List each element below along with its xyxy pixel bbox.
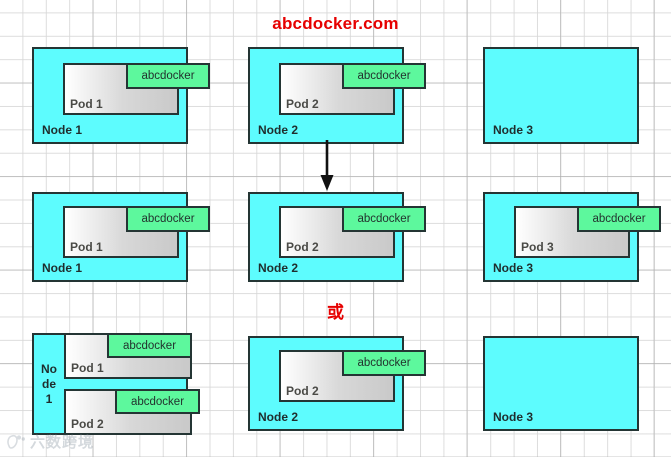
- node-label: Node 1: [42, 261, 83, 275]
- node-box-row3-node1[interactable]: No de 1 Pod 1 abcdocker Pod 2 abcdocker: [32, 333, 200, 435]
- watermark-text: 六数跨境: [30, 434, 95, 451]
- node-label: Node 2: [258, 261, 299, 275]
- container-box-row1-node1-pod1[interactable]: abcdocker: [126, 63, 210, 89]
- node-label: Node 2: [258, 123, 299, 137]
- node-label-line-1: No: [41, 361, 57, 376]
- node-box-row1-node3[interactable]: Node 3: [483, 47, 639, 144]
- watermark: 六数跨境: [6, 431, 94, 452]
- pod-label: Pod 2: [71, 417, 104, 431]
- paw-logo-icon: [7, 434, 25, 449]
- container-box-row1-node2-pod2[interactable]: abcdocker: [342, 63, 426, 89]
- pod-box-row1-node1-pod1[interactable]: Pod 1: [63, 63, 179, 115]
- node-label-line-3: 1: [45, 391, 53, 406]
- node-box-row1-node1[interactable]: Pod 1 abcdocker Node 1: [32, 47, 210, 144]
- node-box-row3-node2[interactable]: Pod 2 abcdocker Node 2: [248, 336, 426, 431]
- down-arrow-icon: [320, 140, 334, 191]
- container-label: abcdocker: [357, 213, 411, 225]
- container-box-row3-node2-pod2[interactable]: abcdocker: [342, 350, 426, 376]
- pod-label: Pod 2: [286, 384, 319, 398]
- container-label: abcdocker: [141, 213, 195, 225]
- container-label: abcdocker: [141, 70, 195, 82]
- container-box-row2-node2-pod2[interactable]: abcdocker: [342, 206, 426, 232]
- pod-label: Pod 1: [71, 361, 104, 375]
- container-label: abcdocker: [592, 213, 646, 225]
- container-label: abcdocker: [357, 357, 411, 369]
- container-box-row3-node1-pod1[interactable]: abcdocker: [107, 333, 192, 358]
- page-title: abcdocker.com: [272, 14, 399, 33]
- container-label: abcdocker: [357, 70, 411, 82]
- container-box-row2-node1-pod1[interactable]: abcdocker: [126, 206, 210, 232]
- node-label: Node 2: [258, 410, 299, 424]
- node-label: Node 1: [42, 123, 83, 137]
- pod-label: Pod 1: [70, 240, 103, 254]
- container-box-row2-node3-pod3[interactable]: abcdocker: [577, 206, 661, 232]
- node-box-row1-node2[interactable]: Pod 2 abcdocker Node 2: [248, 47, 426, 144]
- pod-label: Pod 2: [286, 240, 319, 254]
- node-box-row3-node3[interactable]: Node 3: [483, 336, 639, 431]
- container-box-row3-node1-pod2[interactable]: abcdocker: [115, 389, 200, 414]
- or-separator-label: 或: [327, 303, 344, 322]
- node-box-row2-node3[interactable]: Pod 3 abcdocker Node 3: [483, 192, 661, 282]
- node-box-row2-node2[interactable]: Pod 2 abcdocker Node 2: [248, 192, 426, 282]
- node-box-row2-node1[interactable]: Pod 1 abcdocker Node 1: [32, 192, 210, 282]
- pod-label: Pod 1: [70, 97, 103, 111]
- node-label: Node 3: [493, 410, 534, 424]
- pod-label: Pod 2: [286, 97, 319, 111]
- node-label: Node 3: [493, 123, 534, 137]
- container-label: abcdocker: [122, 339, 177, 352]
- node-label-vertical: No de 1: [34, 335, 64, 433]
- node-label: Node 3: [493, 261, 534, 275]
- pod-box-row1-node2-pod2[interactable]: Pod 2: [279, 63, 395, 115]
- pod-label: Pod 3: [521, 240, 554, 254]
- node-label-line-2: de: [41, 376, 56, 391]
- container-label: abcdocker: [130, 395, 185, 408]
